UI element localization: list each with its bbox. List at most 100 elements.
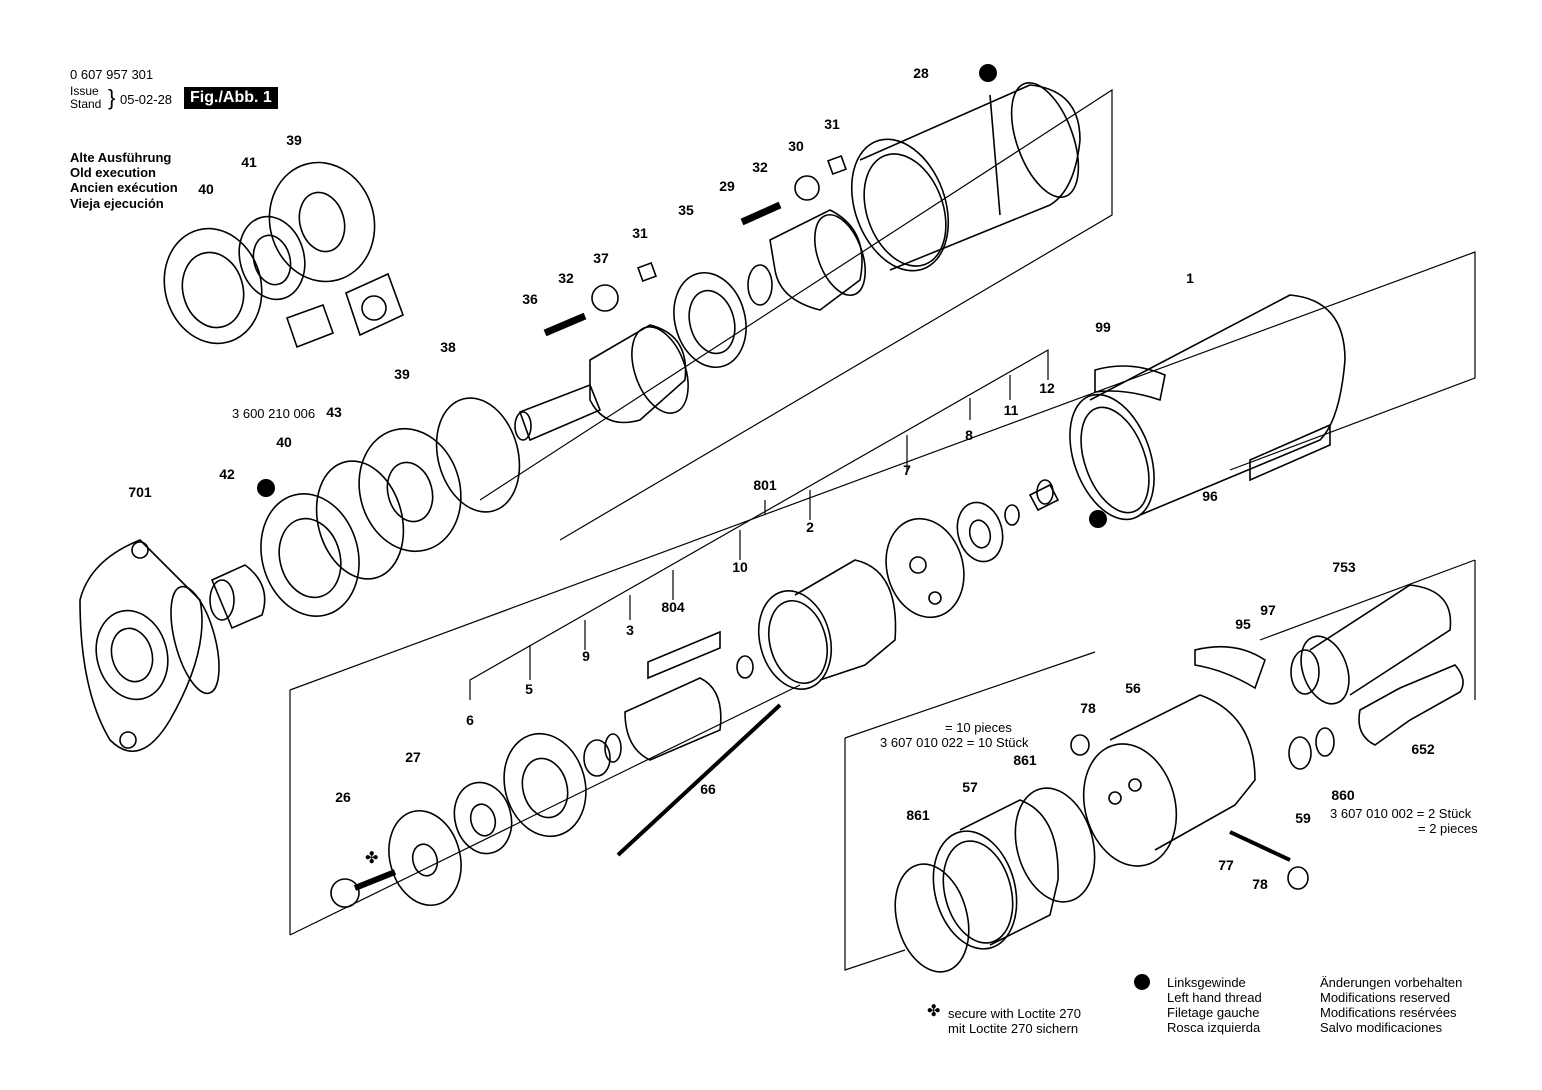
part-number: 0 607 957 301 bbox=[70, 67, 154, 82]
part-40-bearing-ring bbox=[260, 493, 360, 617]
small-fittings bbox=[1070, 645, 1335, 890]
callout-30: 30 bbox=[788, 138, 804, 154]
callout-38: 38 bbox=[440, 339, 456, 355]
callout-96: 96 bbox=[1202, 488, 1218, 504]
callout-40: 40 bbox=[198, 181, 214, 197]
callout-31b: 31 bbox=[632, 225, 648, 241]
loctite-icon: ✤ bbox=[927, 1003, 941, 1020]
callout-6: 6 bbox=[466, 712, 474, 728]
part-57-sleeve bbox=[894, 787, 1096, 973]
callout-804: 804 bbox=[661, 599, 685, 615]
callout-32: 32 bbox=[752, 159, 768, 175]
lh-thread-fr: Filetage gauche bbox=[1167, 1005, 1260, 1020]
part-753-silencer bbox=[1290, 584, 1452, 705]
part-7-end-plate bbox=[885, 517, 965, 619]
callout-42: 42 bbox=[219, 466, 235, 482]
mod-en: Modifications reserved bbox=[1320, 990, 1451, 1005]
stand-label: Stand bbox=[70, 97, 102, 111]
callout-861b: 861 bbox=[906, 807, 930, 823]
issue-brace: } bbox=[108, 85, 116, 110]
old-execution-fr: Ancien exécution bbox=[70, 180, 178, 195]
callout-12: 12 bbox=[1039, 380, 1055, 396]
part-35-ring bbox=[673, 271, 747, 369]
callout-5: 5 bbox=[525, 681, 533, 697]
callout-32b: 32 bbox=[558, 270, 574, 286]
callout-27: 27 bbox=[405, 749, 421, 765]
part-78-qty-de: 3 607 010 022 = 10 Stück bbox=[880, 735, 1029, 750]
callout-43: 43 bbox=[326, 404, 342, 420]
callout-95: 95 bbox=[1235, 616, 1251, 632]
part-42-nut bbox=[209, 564, 266, 630]
old-execution-es: Vieja ejecución bbox=[70, 196, 164, 211]
assembly-frames bbox=[289, 88, 1476, 971]
callout-26: 26 bbox=[335, 789, 351, 805]
mod-de: Änderungen vorbehalten bbox=[1320, 975, 1463, 990]
callout-801: 801 bbox=[753, 477, 777, 493]
part-1-housing bbox=[1069, 294, 1346, 521]
rotor-parts bbox=[453, 630, 782, 857]
callout-66: 66 bbox=[700, 781, 716, 797]
callout-861: 861 bbox=[1013, 752, 1037, 768]
callout-9: 9 bbox=[582, 648, 590, 664]
part-56-end-cap bbox=[1082, 694, 1256, 867]
callout-652: 652 bbox=[1411, 741, 1435, 757]
part-652-nipple bbox=[1358, 664, 1464, 746]
callout-41: 41 bbox=[241, 154, 257, 170]
callout-1: 1 bbox=[1186, 270, 1194, 286]
callout-31: 31 bbox=[824, 116, 840, 132]
old-execution-de: Alte Ausführung bbox=[70, 150, 172, 165]
callout-2: 2 bbox=[806, 519, 814, 535]
old-execution-parts bbox=[163, 161, 405, 349]
figure-badge: Fig./Abb. 1 bbox=[184, 87, 278, 109]
callout-28: 28 bbox=[913, 65, 929, 81]
part-29-planet-carrier bbox=[747, 209, 866, 311]
callout-97: 97 bbox=[1260, 602, 1276, 618]
part-28-housing bbox=[850, 82, 1081, 272]
callout-753: 753 bbox=[1332, 559, 1356, 575]
lh-thread-es: Rosca izquierda bbox=[1167, 1020, 1261, 1035]
callout-77: 77 bbox=[1218, 857, 1234, 873]
part-78-qty-en: = 10 pieces bbox=[945, 720, 1012, 735]
loctite-marker-icon: ✤ bbox=[365, 850, 379, 867]
callout-36: 36 bbox=[522, 291, 538, 307]
part-43-number: 3 600 210 006 bbox=[232, 406, 316, 421]
part-43-o-ring bbox=[315, 460, 405, 580]
callout-37: 37 bbox=[593, 250, 609, 266]
mod-es: Salvo modificaciones bbox=[1320, 1020, 1443, 1035]
part-860-qty-de: 3 607 010 002 = 2 Stück bbox=[1330, 806, 1472, 821]
part-701-flange bbox=[79, 539, 220, 752]
callout-40b: 40 bbox=[276, 434, 292, 450]
callout-39: 39 bbox=[286, 132, 302, 148]
lh-thread-markers bbox=[257, 64, 1150, 990]
loctite-en: secure with Loctite 270 bbox=[948, 1006, 1081, 1021]
planet-gears bbox=[543, 155, 847, 337]
callout-59: 59 bbox=[1295, 810, 1311, 826]
old-execution-en: Old execution bbox=[70, 165, 156, 180]
loctite-de: mit Loctite 270 sichern bbox=[948, 1021, 1079, 1036]
parts-8-11-12 bbox=[956, 479, 1060, 563]
callout-99: 99 bbox=[1095, 319, 1111, 335]
callout-10: 10 bbox=[732, 559, 748, 575]
callout-78: 78 bbox=[1080, 700, 1096, 716]
issue-date: 05-02-28 bbox=[120, 92, 173, 107]
callout-57: 57 bbox=[962, 779, 978, 795]
callout-3: 3 bbox=[626, 622, 634, 638]
callout-7: 7 bbox=[903, 462, 911, 478]
part-860-qty-en: = 2 pieces bbox=[1418, 821, 1478, 836]
part-36-planet-carrier bbox=[514, 324, 689, 442]
callout-860: 860 bbox=[1331, 787, 1355, 803]
lh-thread-en: Left hand thread bbox=[1167, 990, 1262, 1005]
part-26-27 bbox=[330, 809, 462, 908]
mod-fr: Modifications resérvées bbox=[1320, 1005, 1457, 1020]
lh-thread-de: Linksgewinde bbox=[1167, 975, 1246, 990]
callout-56: 56 bbox=[1125, 680, 1141, 696]
part-2-cylinder bbox=[758, 559, 897, 690]
issue-label: Issue bbox=[70, 84, 99, 98]
part-39-bearing bbox=[358, 427, 462, 553]
callout-11: 11 bbox=[1003, 402, 1019, 418]
callout-78b: 78 bbox=[1252, 876, 1268, 892]
part-38-ring bbox=[435, 397, 521, 513]
callout-29: 29 bbox=[719, 178, 735, 194]
callout-35: 35 bbox=[678, 202, 694, 218]
